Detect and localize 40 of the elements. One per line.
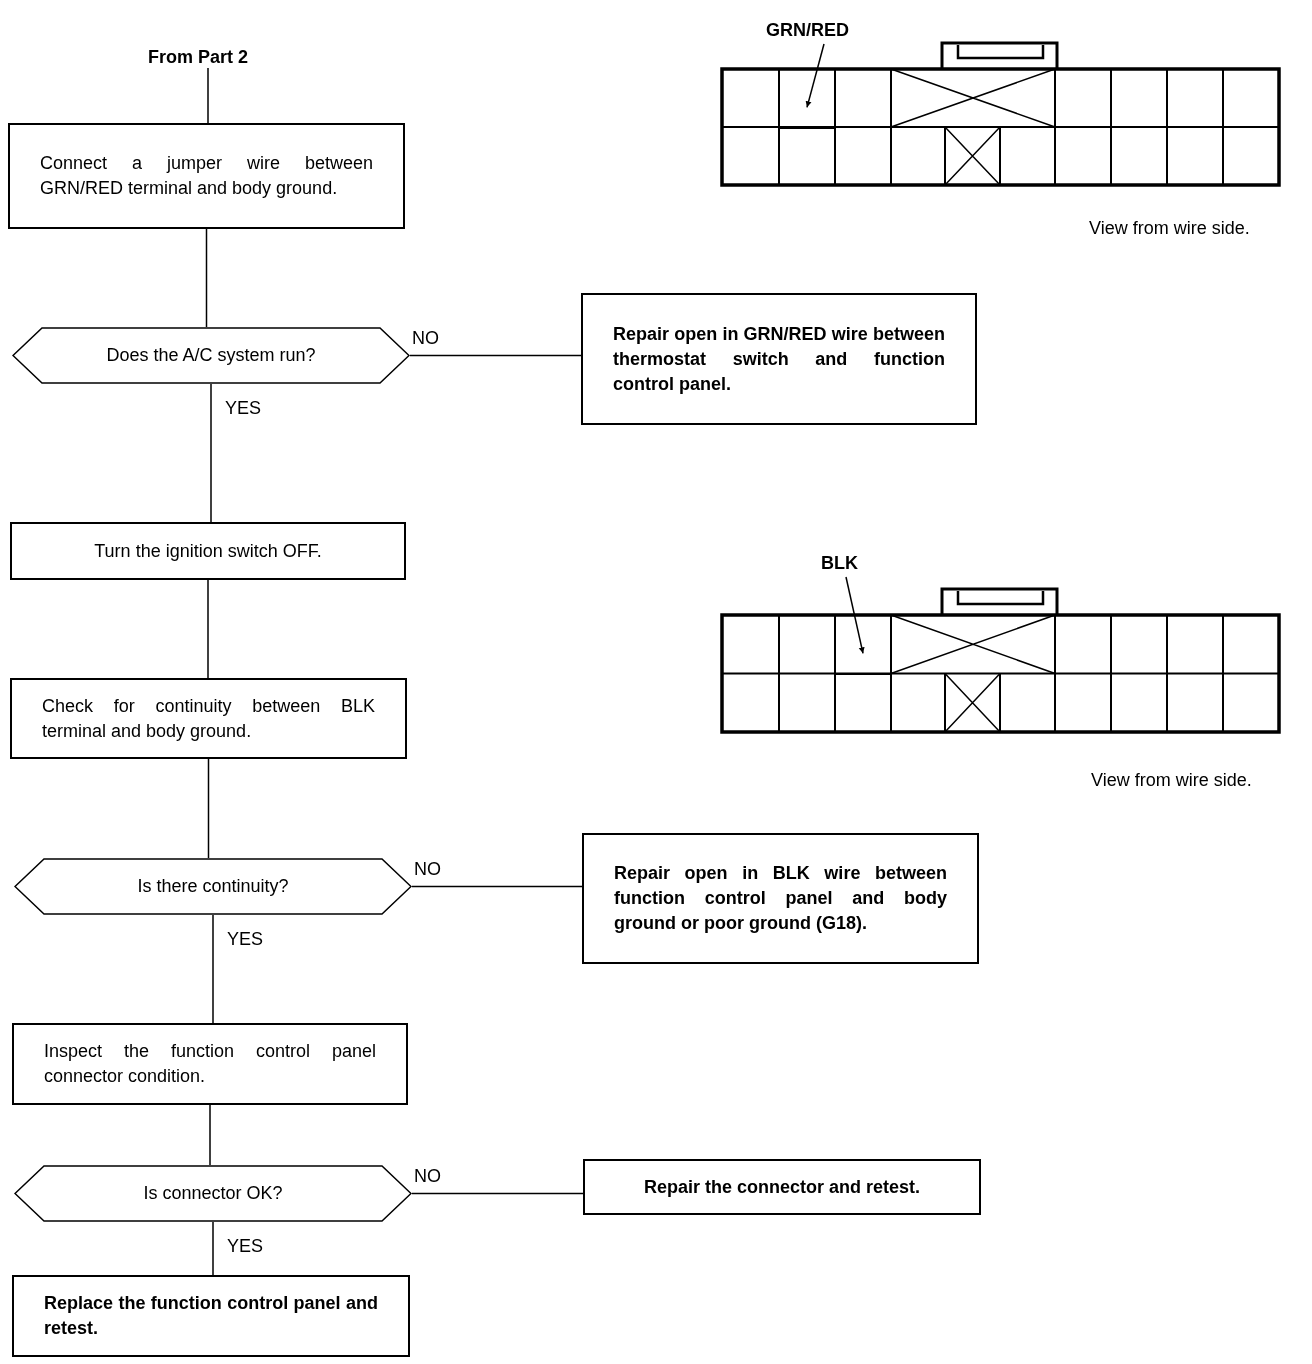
question-text: Does the A/C system run? xyxy=(106,345,316,366)
connector-line xyxy=(411,1192,584,1195)
decision-box xyxy=(12,327,410,384)
step-text: Repair open in BLK wire between function control panel and body ground or poor ground (G18). xyxy=(614,862,947,935)
decision-box xyxy=(14,1165,412,1222)
wire-label: BLK xyxy=(821,551,871,575)
connector-line xyxy=(212,1221,214,1276)
view-caption: View from wire side. xyxy=(1089,218,1250,239)
decision-box xyxy=(14,858,412,915)
leader-arrow xyxy=(845,576,865,655)
step-text: Repair the connector and retest. xyxy=(642,1175,922,1199)
question-text: Is there continuity? xyxy=(137,876,289,897)
process-box xyxy=(581,293,977,425)
process-box xyxy=(583,1159,981,1215)
step-text: Repair open in GRN/RED wire between thermostat switch and function control panel. xyxy=(613,322,945,396)
view-caption: View from wire side. xyxy=(1091,770,1252,791)
step-text: Replace the function control panel and retest. xyxy=(44,1292,378,1340)
connector-line xyxy=(207,67,209,124)
wire-label: GRN/RED xyxy=(766,18,882,42)
connector-line xyxy=(209,1104,211,1166)
leader-arrow xyxy=(805,43,825,109)
process-box xyxy=(582,833,979,964)
connector-line xyxy=(205,228,208,328)
step-text: Inspect the function control panel connector condition. xyxy=(44,1040,376,1088)
connector-line xyxy=(207,579,209,679)
step-text: Turn the ignition switch OFF. xyxy=(93,539,323,563)
step-text: Connect a jumper wire between GRN/RED terminal and body ground. xyxy=(40,152,373,200)
connector-line xyxy=(411,885,583,888)
process-box xyxy=(10,678,407,759)
step-text: Check for continuity between BLK terminal and body ground. xyxy=(42,694,375,743)
connector-line xyxy=(409,354,582,357)
process-box xyxy=(12,1275,410,1357)
process-box xyxy=(12,1023,408,1105)
question-text: Is connector OK? xyxy=(143,1183,283,1204)
process-box xyxy=(10,522,406,580)
connector-line xyxy=(210,383,212,523)
process-box xyxy=(8,123,405,229)
start-label: From Part 2 xyxy=(148,46,268,68)
connector-line xyxy=(212,914,214,1024)
connector-line xyxy=(207,758,210,859)
